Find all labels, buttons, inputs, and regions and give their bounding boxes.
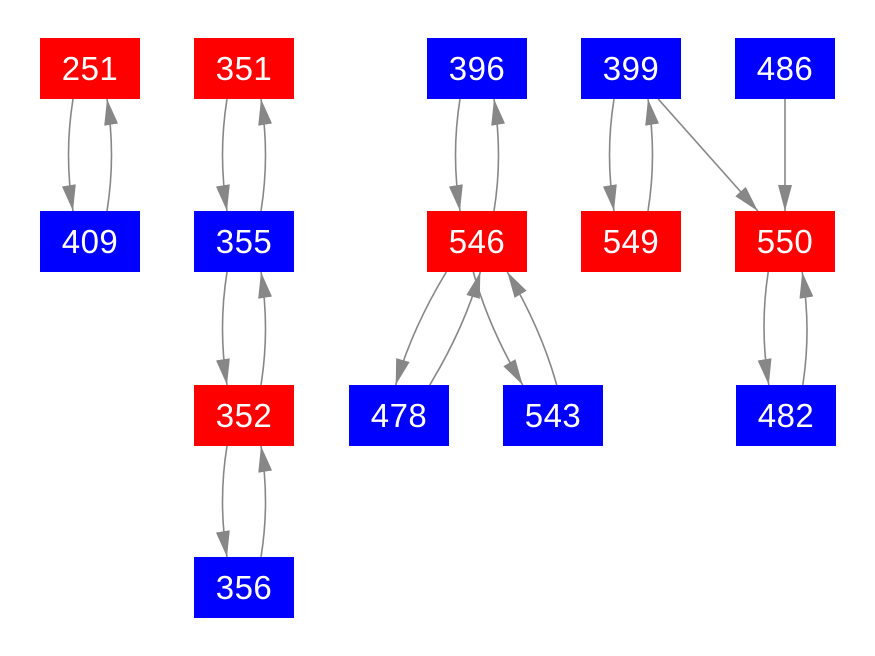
edge-355-to-352 — [216, 271, 230, 386]
edge-352-to-356 — [215, 445, 230, 558]
graph-node-396: 396 — [427, 38, 527, 99]
graph-node-399: 399 — [581, 38, 681, 99]
graph-node-482: 482 — [736, 385, 836, 446]
edge-546-to-396 — [491, 98, 506, 212]
edge-546-to-543 — [472, 271, 524, 386]
edge-352-to-355 — [258, 271, 272, 386]
node-label: 351 — [215, 49, 273, 87]
edge-550-to-482 — [757, 271, 772, 386]
edge-543-to-546 — [506, 271, 558, 386]
node-label: 355 — [215, 222, 273, 260]
graph-node-550: 550 — [735, 211, 835, 272]
node-label: 396 — [448, 49, 506, 87]
graph-node-546: 546 — [427, 211, 527, 272]
edge-396-to-546 — [448, 98, 463, 212]
graph-node-351: 351 — [194, 38, 294, 99]
edge-546-to-478 — [394, 271, 447, 386]
edge-399-to-550 — [657, 98, 759, 212]
graph-node-352: 352 — [194, 385, 294, 446]
node-label: 251 — [61, 49, 119, 87]
graph-node-486: 486 — [735, 38, 835, 99]
graph-node-478: 478 — [349, 385, 449, 446]
edge-399-to-549 — [602, 98, 617, 212]
edge-355-to-351 — [258, 98, 273, 212]
edge-251-to-409 — [61, 98, 76, 212]
graph-node-251: 251 — [40, 38, 140, 99]
node-label: 409 — [61, 222, 119, 260]
graph-node-409: 409 — [40, 211, 140, 272]
node-label: 543 — [524, 396, 582, 434]
edge-482-to-550 — [799, 271, 814, 386]
node-label: 550 — [756, 222, 814, 260]
graph-node-543: 543 — [503, 385, 603, 446]
node-label: 399 — [602, 49, 660, 87]
edge-356-to-352 — [258, 445, 273, 558]
node-label: 546 — [448, 222, 506, 260]
graph-node-355: 355 — [194, 211, 294, 272]
edge-351-to-355 — [215, 98, 230, 212]
node-label: 486 — [756, 49, 814, 87]
node-label: 478 — [370, 396, 428, 434]
edge-549-to-399 — [645, 98, 660, 212]
edge-409-to-251 — [104, 98, 119, 212]
node-label: 482 — [757, 396, 815, 434]
graph-node-549: 549 — [581, 211, 681, 272]
node-label: 549 — [602, 222, 660, 260]
node-label: 356 — [215, 568, 273, 606]
graph-node-356: 356 — [194, 557, 294, 618]
node-label: 352 — [215, 396, 273, 434]
